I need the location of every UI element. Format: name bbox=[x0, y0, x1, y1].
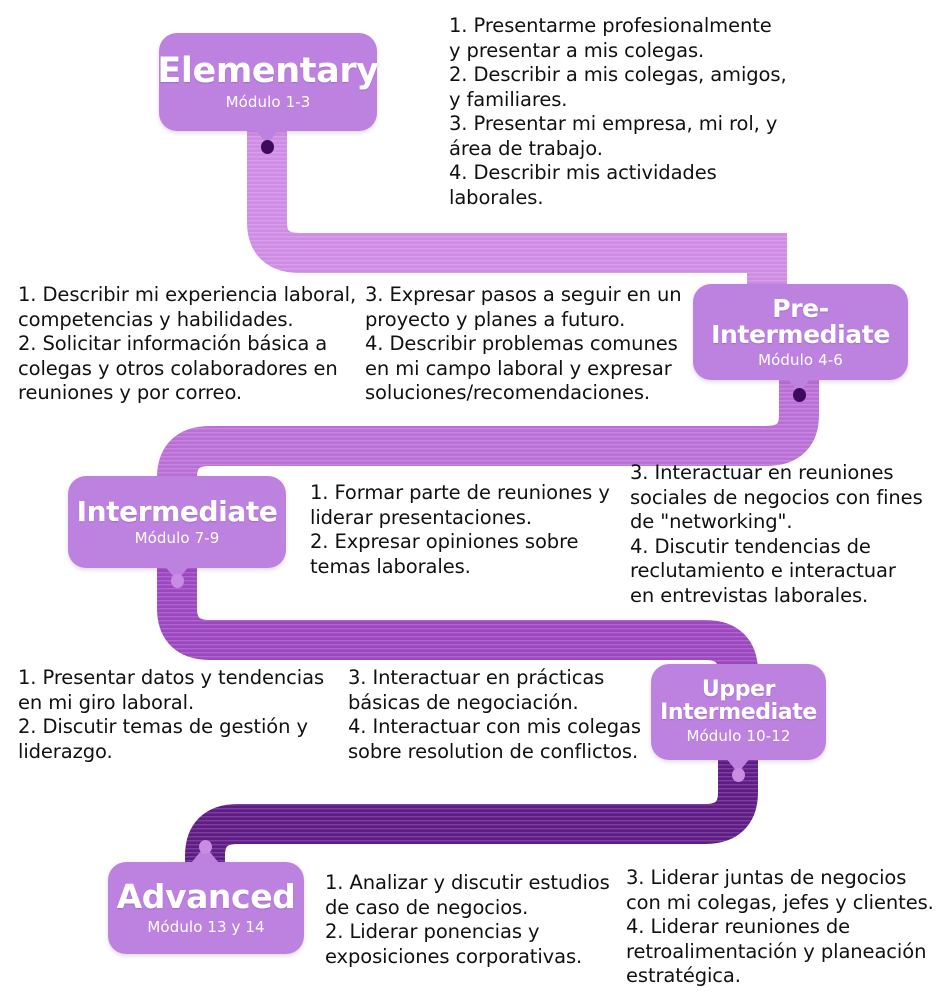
node-dot-elementary bbox=[261, 140, 274, 154]
objectives-upper-intermediate-left: 1. Presentar datos y tendencias en mi gi… bbox=[18, 666, 325, 763]
level-module-upper-intermediate: Módulo 10-12 bbox=[686, 727, 791, 746]
objectives-intermediate-mid: 1. Formar parte de reuniones y liderar p… bbox=[310, 481, 610, 578]
level-title-elementary: Elementary bbox=[157, 51, 379, 92]
level-module-intermediate: Módulo 7-9 bbox=[134, 529, 220, 548]
level-title-pre-intermediate: Pre-Intermediate bbox=[711, 293, 890, 349]
level-title-intermediate: Intermediate bbox=[76, 494, 278, 528]
level-box-advanced[interactable]: Advanced Módulo 13 y 14 bbox=[108, 862, 304, 954]
objectives-advanced-right: 3. Liderar juntas de negocios con mi col… bbox=[626, 866, 934, 988]
level-box-upper-intermediate[interactable]: Upper Intermediate Módulo 10-12 bbox=[651, 664, 826, 760]
node-dot-pre-intermediate bbox=[793, 388, 806, 402]
node-dot-advanced bbox=[199, 840, 212, 854]
level-module-advanced: Módulo 13 y 14 bbox=[147, 917, 265, 936]
level-title-advanced: Advanced bbox=[116, 877, 296, 917]
objectives-pre-intermediate-mid: 3. Expresar pasos a seguir en un proyect… bbox=[365, 283, 682, 405]
level-module-pre-intermediate: Módulo 4-6 bbox=[758, 350, 843, 369]
objectives-pre-intermediate-left: 1. Describir mi experiencia laboral, com… bbox=[18, 283, 357, 405]
level-box-pre-intermediate[interactable]: Pre-Intermediate Módulo 4-6 bbox=[693, 284, 908, 380]
objectives-intermediate-right: 3. Interactuar en reuniones sociales de … bbox=[630, 461, 923, 607]
level-module-elementary: Módulo 1-3 bbox=[225, 92, 311, 111]
node-dot-upper-intermediate bbox=[732, 768, 745, 782]
level-box-elementary[interactable]: Elementary Módulo 1-3 bbox=[157, 33, 379, 131]
level-title-upper-intermediate: Upper Intermediate bbox=[660, 676, 817, 725]
objectives-elementary-right: 1. Presentarme profesionalmente y presen… bbox=[449, 14, 787, 209]
level-box-intermediate[interactable]: Intermediate Módulo 7-9 bbox=[68, 476, 286, 568]
node-dot-intermediate bbox=[171, 574, 184, 588]
objectives-advanced-mid: 1. Analizar y discutir estudios de caso … bbox=[325, 871, 610, 968]
objectives-upper-intermediate-mid: 3. Interactuar en prácticas básicas de n… bbox=[348, 666, 641, 763]
